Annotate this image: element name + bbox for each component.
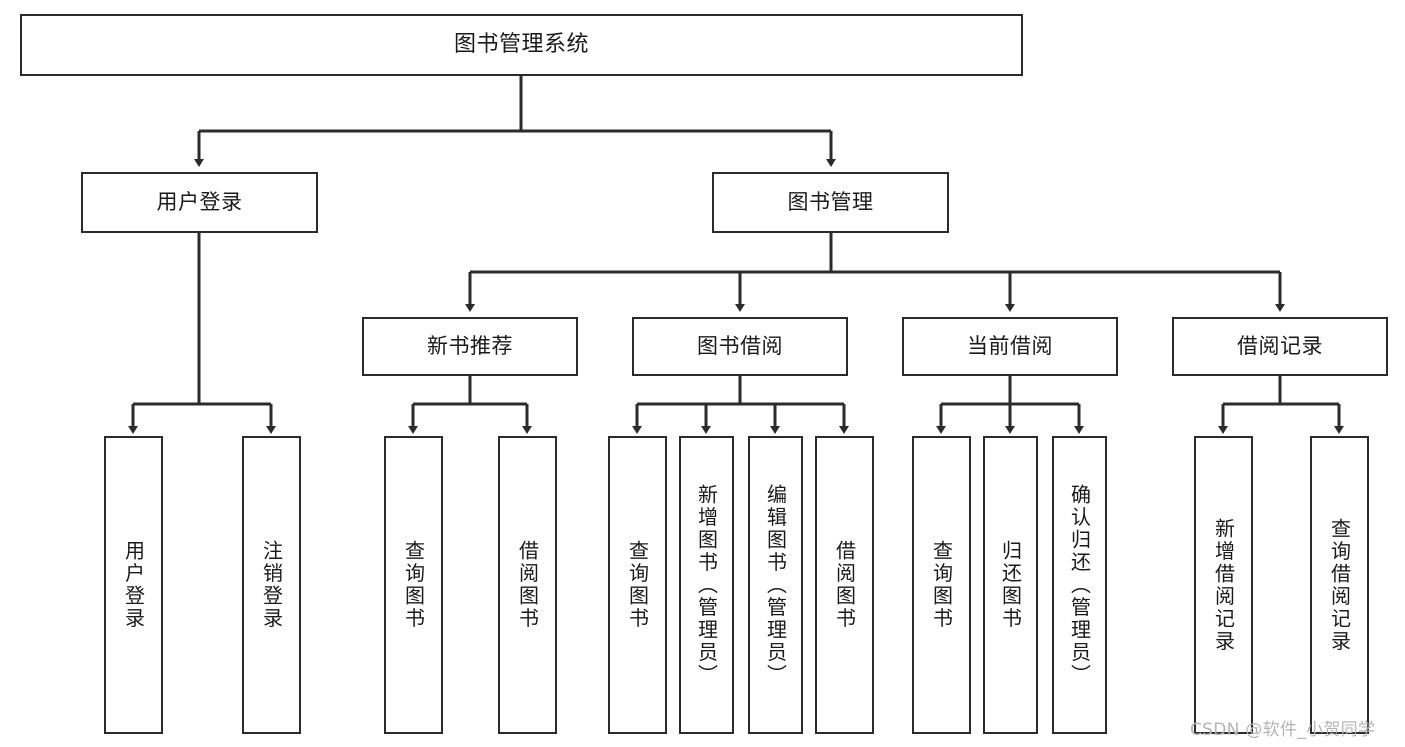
node-label: 图书管理系统 (453, 31, 589, 57)
node-borrow-record[interactable]: 借阅记录 (1172, 317, 1388, 376)
node-user-login[interactable]: 用户登录 (81, 172, 318, 233)
leaf-recommend-borrow-book[interactable]: 借阅图书 (498, 436, 557, 734)
node-label: 查询图书 (929, 540, 954, 630)
node-book-borrow[interactable]: 图书借阅 (632, 317, 848, 376)
node-label: 借阅记录 (1237, 333, 1323, 358)
leaf-borrow-edit-book-admin[interactable]: 编辑图书（管理员） (748, 436, 803, 734)
leaf-borrow-add-book-admin[interactable]: 新增图书（管理员） (679, 436, 734, 734)
node-label: 用户登录 (156, 189, 243, 214)
node-book-management[interactable]: 图书管理 (712, 172, 949, 233)
node-label: 用户登录 (121, 540, 146, 630)
node-current-borrow[interactable]: 当前借阅 (902, 317, 1118, 376)
node-label: 查询图书 (625, 540, 650, 630)
node-label: 查询借阅记录 (1327, 517, 1352, 653)
node-label: 图书借阅 (697, 333, 783, 358)
node-label: 新增图书（管理员） (694, 483, 719, 687)
node-new-book-recommend[interactable]: 新书推荐 (362, 317, 578, 376)
node-label: 图书管理 (787, 189, 874, 214)
leaf-current-confirm-return-admin[interactable]: 确认归还（管理员） (1052, 436, 1107, 734)
leaf-borrow-query-book[interactable]: 查询图书 (608, 436, 667, 734)
node-label: 借阅图书 (832, 540, 857, 630)
node-label: 新增借阅记录 (1211, 517, 1236, 653)
leaf-recommend-query-book[interactable]: 查询图书 (384, 436, 443, 734)
leaf-record-query-borrow-record[interactable]: 查询借阅记录 (1310, 436, 1369, 734)
node-label: 注销登录 (259, 540, 284, 630)
leaf-user-login-signin[interactable]: 用户登录 (104, 436, 163, 734)
leaf-borrow-borrow-book[interactable]: 借阅图书 (815, 436, 874, 734)
node-label: 借阅图书 (515, 540, 540, 630)
leaf-record-add-borrow-record[interactable]: 新增借阅记录 (1194, 436, 1253, 734)
node-label: 编辑图书（管理员） (763, 483, 788, 687)
node-label: 新书推荐 (427, 333, 513, 358)
leaf-user-login-signout[interactable]: 注销登录 (242, 436, 301, 734)
node-root-book-management-system[interactable]: 图书管理系统 (20, 14, 1023, 76)
leaf-current-query-book[interactable]: 查询图书 (912, 436, 971, 734)
node-label: 确认归还（管理员） (1067, 483, 1092, 687)
node-label: 当前借阅 (967, 333, 1053, 358)
leaf-current-return-book[interactable]: 归还图书 (983, 436, 1038, 734)
node-label: 查询图书 (401, 540, 426, 630)
node-label: 归还图书 (998, 540, 1023, 630)
csdn-watermark: CSDN @软件_小贺同学 (1190, 720, 1376, 740)
